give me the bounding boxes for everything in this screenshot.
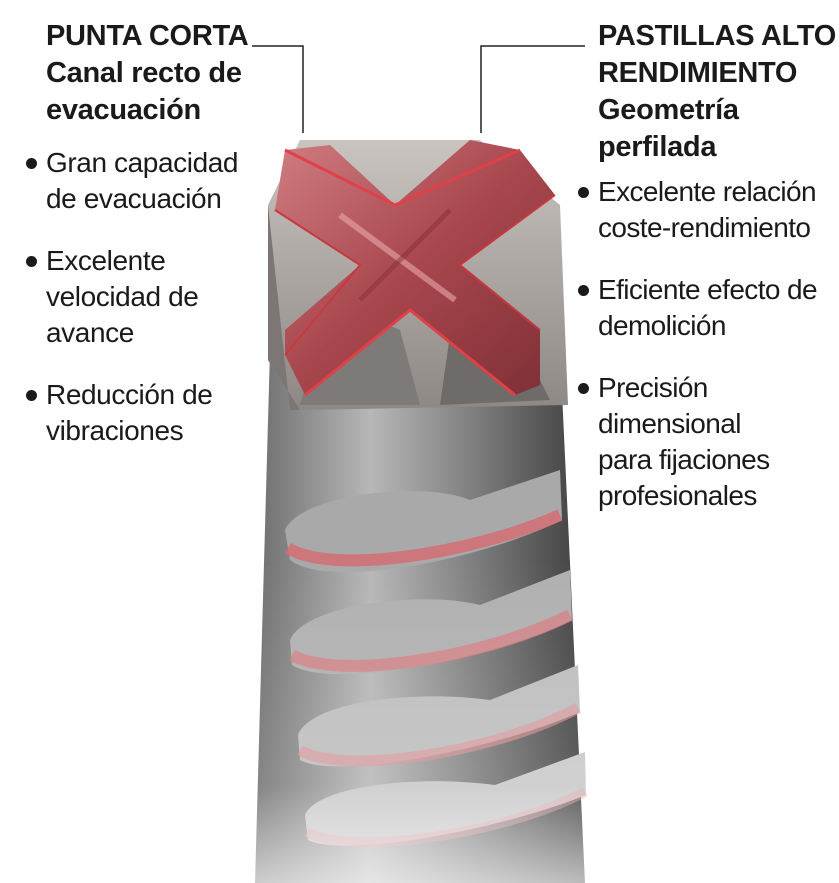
bullet-dot-icon	[26, 256, 37, 267]
bullet-dot-icon	[578, 187, 589, 198]
right-feature-text: Precisión dimensional para fijaciones pr…	[598, 372, 770, 511]
bullet-dot-icon	[578, 383, 589, 394]
left-callout-subtitle-line2: evacuación	[46, 94, 201, 126]
left-feature-item: Reducción de vibraciones	[26, 377, 286, 449]
right-callout: PASTILLAS ALTO RENDIMIENTO Geometría per…	[578, 18, 839, 540]
right-callout-subtitle-line1: Geometría	[598, 94, 739, 126]
right-callout-subtitle-line2: perfilada	[598, 131, 717, 163]
left-feature-text: Gran capacidad de evacuación	[46, 147, 239, 214]
right-feature-item: Precisión dimensional para fijaciones pr…	[578, 370, 839, 514]
right-callout-title-line1: PASTILLAS ALTO	[598, 20, 836, 52]
bottom-fade	[240, 560, 600, 883]
left-feature-item: Excelente velocidad de avance	[26, 243, 286, 351]
right-leader-line	[480, 45, 585, 133]
left-feature-item: Gran capacidad de evacuación	[26, 145, 286, 217]
left-callout-title: PUNTA CORTA	[46, 20, 249, 52]
left-feature-list: Gran capacidad de evacuación Excelente v…	[26, 145, 286, 449]
drill-head	[268, 140, 568, 410]
right-feature-text: Excelente relación coste-rendimiento	[598, 176, 817, 243]
right-feature-text: Eficiente efecto de demolición	[598, 274, 818, 341]
left-callout: PUNTA CORTA Canal recto de evacuación Gr…	[26, 18, 286, 475]
right-feature-item: Eficiente efecto de demolición	[578, 272, 839, 344]
left-leader-line	[252, 45, 304, 133]
bullet-dot-icon	[578, 285, 589, 296]
left-callout-subtitle-line1: Canal recto de	[46, 57, 242, 89]
bullet-dot-icon	[26, 158, 37, 169]
right-feature-list: Excelente relación coste-rendimiento Efi…	[578, 174, 839, 514]
bullet-dot-icon	[26, 390, 37, 401]
left-feature-text: Excelente velocidad de avance	[46, 245, 199, 348]
left-feature-text: Reducción de vibraciones	[46, 379, 213, 446]
right-callout-title-line2: RENDIMIENTO	[598, 57, 798, 89]
right-feature-item: Excelente relación coste-rendimiento	[578, 174, 839, 246]
